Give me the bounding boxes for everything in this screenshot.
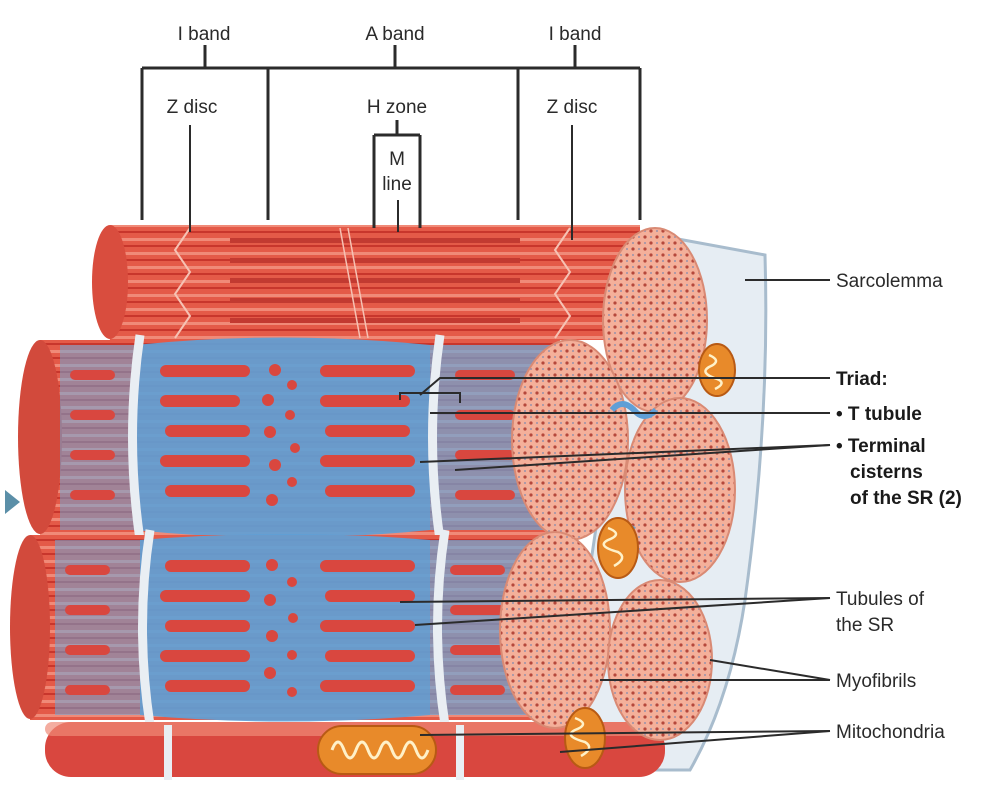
top-myofibril [92,225,640,340]
left-arrow-icon [5,490,20,514]
label-myofibrils: Myofibrils [836,671,916,692]
label-mitochondria: Mitochondria [836,722,945,743]
label-sarcolemma: Sarcolemma [836,271,943,292]
label-a-band: A band [365,24,424,45]
label-i-band-right: I band [549,24,602,45]
label-z-disc-right: Z disc [547,97,598,118]
label-terminal-1: • Terminal [836,436,926,457]
mitochondrion-middle [598,518,638,578]
lower-myofibril [10,530,550,725]
label-tubules-2: the SR [836,615,894,636]
label-triad: Triad: [836,369,888,390]
mitochondrion-upper [699,344,735,396]
label-m-line-1: M [389,149,405,170]
mitochondrion-bottom [318,726,436,774]
label-h-zone: H zone [367,97,427,118]
label-terminal-3: of the SR (2) [850,488,962,509]
label-t-tubule: • T tubule [836,404,922,425]
label-tubules-1: Tubules of [836,589,925,610]
middle-myofibril [18,335,560,540]
mitochondrion-lower [565,708,605,768]
label-terminal-2: cisterns [850,462,923,483]
label-i-band-left: I band [178,24,231,45]
band-brackets [142,45,640,240]
label-z-disc-left: Z disc [167,97,218,118]
label-m-line-2: line [382,174,412,195]
